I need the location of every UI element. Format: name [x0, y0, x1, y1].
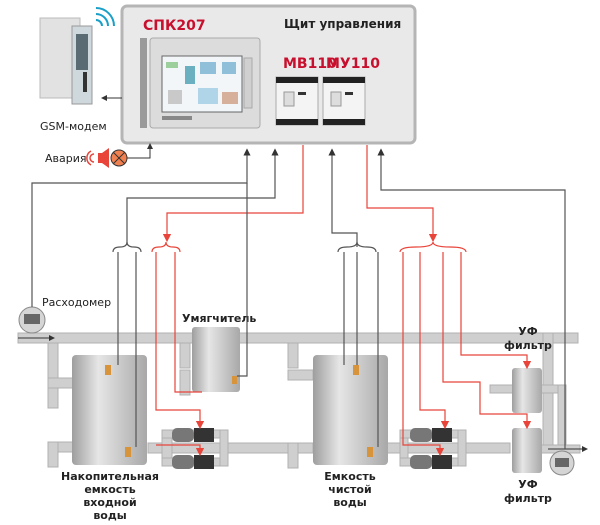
level-sensor-icon	[232, 376, 237, 384]
softener: Умягчитель	[182, 312, 256, 392]
gsm-modem-label: GSM-модем	[40, 120, 107, 133]
tank-clean-sensor-signal-line	[328, 148, 358, 247]
softener-label: Умягчитель	[182, 312, 256, 325]
pump	[172, 428, 214, 442]
tank-clean-water	[313, 355, 388, 465]
level-sensor-icon	[105, 365, 111, 375]
flowmeter-inlet: Расходомер	[18, 296, 111, 341]
flowmeter-signal-line	[31, 148, 251, 307]
svg-text:емкость: емкость	[84, 483, 135, 496]
pump	[172, 455, 214, 469]
svg-text:Накопительная: Накопительная	[61, 470, 159, 483]
tank-clean-label: Емкость чистой воды	[324, 470, 375, 509]
mu110-module	[322, 76, 366, 126]
panel-title: Щит управления	[284, 17, 401, 31]
pump-group-2-control-line	[366, 145, 438, 243]
signal-lines	[31, 145, 566, 457]
spk207-touch-panel	[140, 37, 261, 129]
gsm-modem: GSM-модем	[39, 7, 115, 133]
control-panel: СПК207 Щит управления МВ110 МУ110	[120, 4, 417, 145]
tank-input-sensor-signal-line	[126, 148, 279, 245]
flowmeter-label: Расходомер	[42, 296, 111, 309]
flowmeter-outlet	[548, 446, 588, 476]
siren-icon	[86, 148, 109, 168]
level-sensor-icon	[125, 447, 131, 457]
pump	[410, 428, 452, 442]
uv-filter-top: УФ фильтр	[504, 325, 552, 413]
uv-filter-top-label: фильтр	[504, 339, 552, 352]
level-sensor-icon	[367, 447, 373, 457]
svg-text:воды: воды	[333, 496, 366, 509]
wireless-signal-icon	[95, 7, 115, 27]
outlet-flowmeter-signal-line	[377, 148, 566, 449]
svg-text:чистой: чистой	[328, 483, 371, 496]
alarm-label: Авария	[45, 152, 87, 165]
module-mu110-label: МУ110	[326, 56, 380, 72]
alarm-group: Авария	[45, 143, 153, 168]
pump	[410, 455, 452, 469]
svg-text:воды: воды	[93, 509, 126, 522]
module-mv110-label: МВ110	[283, 56, 337, 72]
tank-input-label: Накопительная емкость входной воды	[61, 470, 159, 522]
alarm-lamp-icon	[110, 149, 128, 167]
uv-filter-top-label: УФ	[518, 325, 537, 338]
svg-text:входной: входной	[83, 496, 136, 509]
uv-filter-bottom-label: УФ	[518, 478, 537, 491]
uv-filter-bottom-label: фильтр	[504, 492, 552, 505]
mv110-module	[275, 76, 319, 126]
pump-group-1-control-line	[162, 145, 304, 243]
svg-text:Емкость: Емкость	[324, 470, 375, 483]
tank-input-water	[72, 355, 147, 465]
controller-label: СПК207	[143, 18, 206, 34]
uv-filter-bottom: УФ фильтр	[504, 428, 552, 505]
level-sensor-icon	[353, 365, 359, 375]
